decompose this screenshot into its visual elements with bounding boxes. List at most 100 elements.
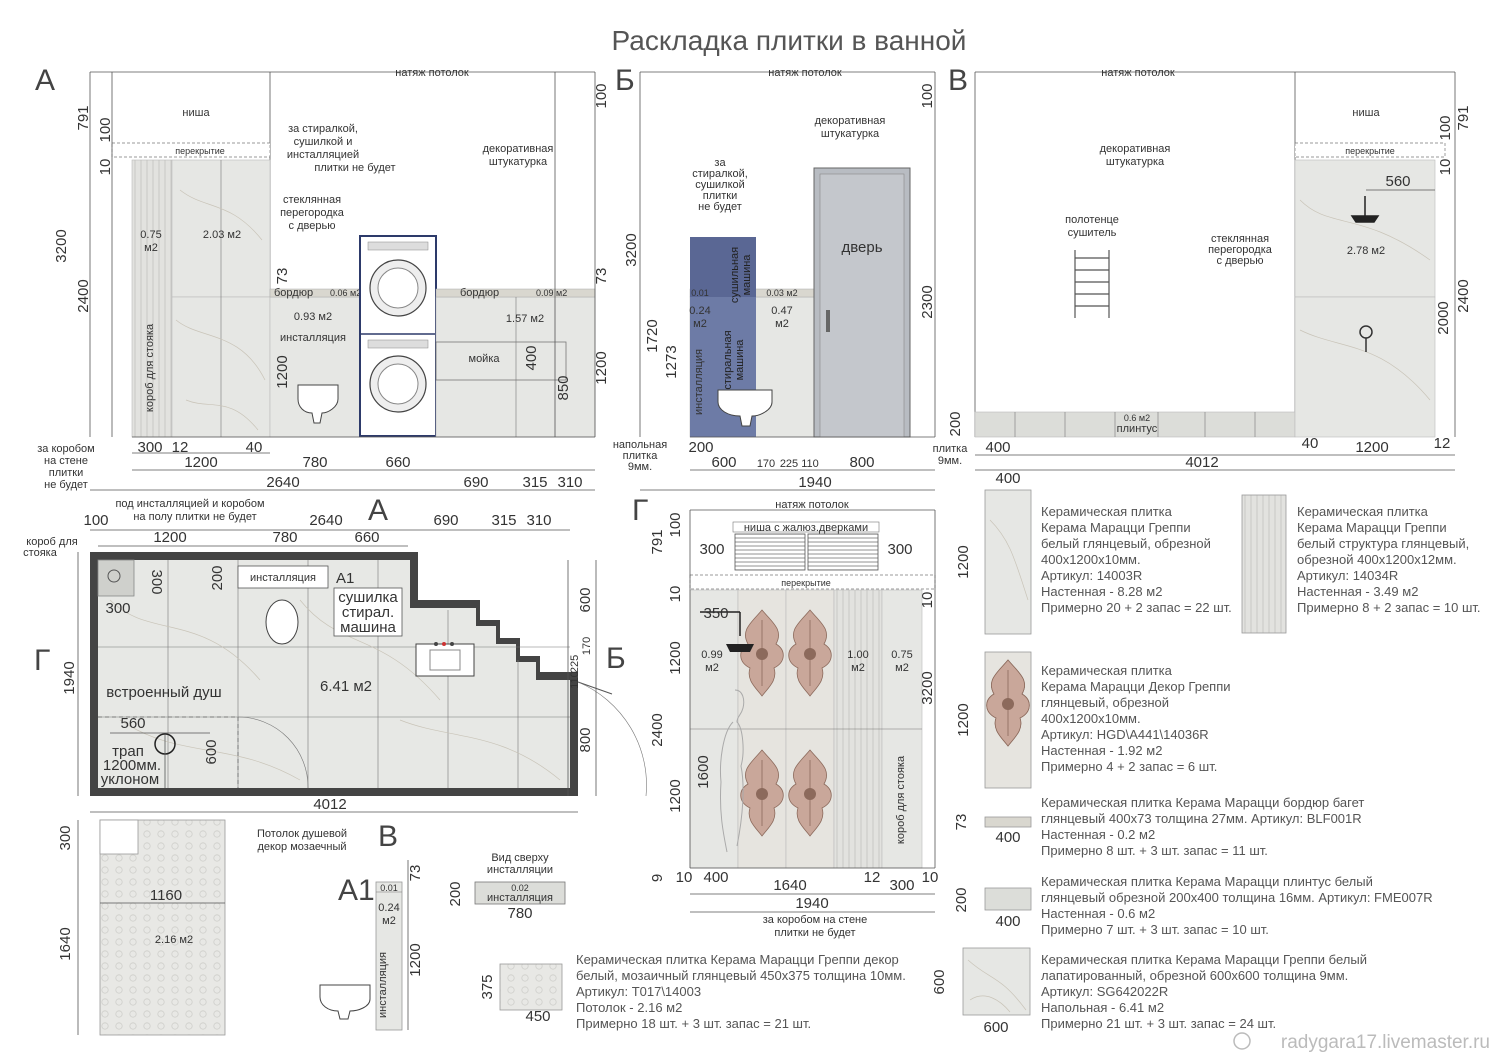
wall-b-letter: Б (615, 64, 635, 97)
wall-a-glass-2: перегородка (280, 207, 345, 219)
plan-dim-1940: 1940 (61, 661, 78, 694)
watermark: radygara17.livemaster.ru (1281, 1032, 1490, 1053)
wall-v-slab: перекрытие (1345, 146, 1394, 156)
wall-b-dim-1720: 1720 (644, 319, 661, 352)
wall-v-dim-12: 12 (1434, 435, 1451, 452)
plan-a1: А1 (336, 570, 354, 587)
plan-dryer-3: машина (340, 619, 396, 636)
ceiling-dim-1640: 1640 (57, 927, 74, 960)
floor-plan: под инсталляцией и коробом на полу плитк… (23, 494, 647, 813)
legend-6-line-5: Примерно 21 шт. + 3 шт. запас = 24 шт. (1041, 1016, 1276, 1031)
plan-dim-780: 780 (272, 529, 297, 546)
wall-g-dim-1200a: 1200 (667, 641, 684, 674)
wall-a-border1: бордюр (274, 287, 313, 299)
wall-a-dim-r100: 100 (593, 83, 610, 108)
wall-a-glass-3: с дверью (289, 220, 336, 232)
legend-6-line-4: Напольная - 6.41 м2 (1041, 1000, 1164, 1015)
wall-g-dim-300b: 300 (887, 541, 912, 558)
plan-dim-560: 560 (120, 715, 145, 732)
wall-b-dim-110: 110 (801, 458, 819, 470)
plan-dim-2640: 2640 (309, 512, 342, 529)
wall-g-behind-1: за коробом на стене (763, 914, 868, 926)
wall-a-dim-40: 40 (246, 439, 263, 456)
plan-dim-h600: 600 (203, 739, 220, 764)
wall-g-dim-791: 791 (649, 529, 666, 554)
legend-5-h: 200 (953, 887, 970, 912)
wall-a-niche: ниша (182, 107, 210, 119)
legend-1-line-2: Керама Марацци Греппи (1041, 520, 1191, 535)
plan-dim-h200: 200 (209, 565, 226, 590)
wall-a-behind-washer-3: инсталляцией (287, 149, 359, 161)
wall-a-area-075-unit: м2 (144, 242, 158, 254)
wall-v-area-278: 2.78 м2 (1347, 245, 1385, 257)
wall-v-glass-2: перегородка (1208, 244, 1273, 256)
legend-6-line-2: лапатированный, обрезной 600х600 толщина… (1041, 968, 1348, 983)
wall-g-dim-w400: 400 (703, 869, 728, 886)
legend-2-line-7: Примерно 8 + 2 запас = 10 шт. (1297, 600, 1481, 615)
wall-b-washer-2: машина (734, 339, 746, 381)
plan-dim-r800: 800 (577, 727, 594, 752)
legend-3-line-6: Настенная - 1.92 м2 (1041, 743, 1162, 758)
legend-4-line-2: глянцевый 400х73 толщина 27мм. Артикул: … (1041, 811, 1362, 826)
wall-v-dim-2000: 2000 (1435, 301, 1452, 334)
legend-2-line-1: Керамическая плитка (1297, 504, 1429, 519)
wall-g-ceiling: натяж потолок (775, 499, 849, 511)
plan-dim-690: 690 (433, 512, 458, 529)
wall-v-towel-1: полотенце (1065, 214, 1119, 226)
wall-b-a003: 0.03 м2 (766, 288, 797, 298)
wall-v-dim-4012: 4012 (1185, 454, 1218, 471)
section-v-dim-73: 73 (407, 865, 424, 882)
wall-a-dim-660: 660 (385, 454, 410, 471)
wall-a-dim-10: 10 (97, 159, 114, 176)
wall-b-plaster-2: штукатурка (821, 128, 880, 140)
wall-g-a100: 1.00 (847, 649, 868, 661)
wall-g-behind-2: плитки не будет (774, 927, 855, 939)
wall-a-plaster-2: штукатурка (489, 156, 548, 168)
wall-b-floor-2: плитка (623, 450, 659, 462)
wall-v-niche: ниша (1352, 107, 1380, 119)
wall-b-dim-1273: 1273 (663, 345, 680, 378)
wall-v-floor-2: 9мм. (938, 455, 962, 467)
legend-3-line-2: Керама Марацци Декор Греппи (1041, 679, 1231, 694)
wall-v-dim-40: 40 (1302, 435, 1319, 452)
wall-g-dim-1600: 1600 (695, 755, 712, 788)
wall-v-dim-10: 10 (1437, 159, 1454, 176)
legend-6-h: 600 (931, 969, 948, 994)
section-v: В А1 0.01 0.24 м2 инсталляция 73 1200 (319, 820, 424, 1031)
wall-g-dim-w300c: 300 (889, 877, 914, 894)
wall-b-ceiling: натяж потолок (768, 67, 842, 79)
legend-1-line-4: 400х1200х10мм. (1041, 552, 1141, 567)
legend-4-line-4: Примерно 8 шт. + 3 шт. запас = 11 шт. (1041, 843, 1268, 858)
wall-a-behind-box-1: за коробом (37, 443, 95, 455)
wall-b-dim-2300: 2300 (919, 285, 936, 318)
wall-a-dim-780: 780 (302, 454, 327, 471)
wall-a-behind-washer-1: за стиралкой, (288, 123, 358, 135)
wall-a-area-075: 0.75 (140, 229, 161, 241)
legend-3-line-1: Керамическая плитка (1041, 663, 1173, 678)
wall-a-installation: инсталляция (280, 332, 346, 344)
legend-5-line-1: Керамическая плитка Керама Марацци плинт… (1041, 874, 1373, 889)
top-view-dim-200: 200 (447, 881, 464, 906)
wall-v-towel-2: сушитель (1068, 227, 1117, 239)
wall-a-dim-12: 12 (172, 439, 189, 456)
wall-b-floor-1: напольная (613, 439, 667, 451)
legend-5-line-3: Настенная - 0.6 м2 (1041, 906, 1155, 921)
legend-6-w: 600 (983, 1019, 1008, 1036)
legend-4-line-3: Настенная - 0.2 м2 (1041, 827, 1155, 842)
wall-g-dim-10: 10 (667, 586, 684, 603)
plan-shower: встроенный душ (106, 684, 221, 701)
plan-dryer-1: сушилка (338, 589, 398, 606)
plan-dim-100: 100 (83, 512, 108, 529)
wall-a-border1-area: 0.06 м2 (330, 288, 361, 298)
wall-b-dim-600: 600 (711, 454, 736, 471)
wall-g-dim-1200b: 1200 (667, 779, 684, 812)
wall-a-ceiling: натяж потолок (395, 67, 469, 79)
wall-b-a047: 0.47 (771, 305, 792, 317)
mosaic-line-2: белый, мозаичный глянцевый 450х375 толщи… (576, 968, 906, 983)
section-v-a1: А1 (338, 874, 375, 907)
wall-g-dim-9: 9 (649, 874, 666, 882)
top-view-dim-780: 780 (507, 905, 532, 922)
wall-b-a001: 0.01 (691, 288, 709, 298)
plan-dim-315: 315 (491, 512, 516, 529)
legend-2-line-6: Настенная - 3.49 м2 (1297, 584, 1418, 599)
